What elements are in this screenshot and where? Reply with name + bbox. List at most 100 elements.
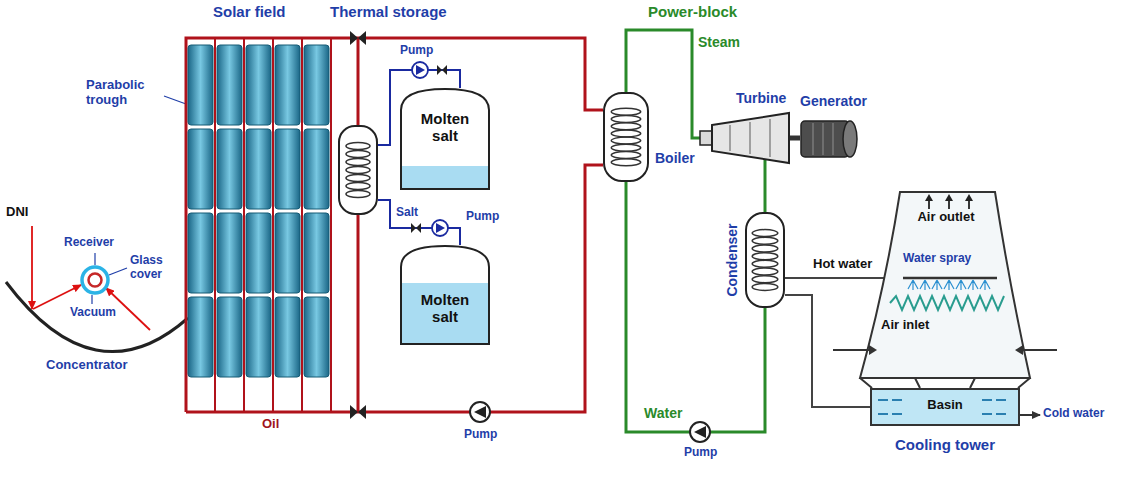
generator-shape — [800, 117, 858, 161]
pump-arrow — [694, 426, 706, 438]
collector — [304, 129, 329, 209]
section-heading: Solar field — [213, 3, 286, 20]
pump-arrow — [436, 223, 445, 233]
glass-cover-ring — [82, 267, 108, 293]
heat-exchanger-coil — [346, 143, 370, 198]
feedwater-pipe — [626, 182, 765, 432]
turbine-shape — [700, 112, 790, 164]
oil-pipe — [186, 38, 603, 412]
water-spray — [908, 280, 990, 290]
collector — [304, 297, 329, 377]
collector — [275, 45, 300, 125]
receiver-tube — [89, 274, 102, 287]
connector-line — [626, 182, 765, 432]
coil-turn — [346, 175, 370, 182]
storage-tank: Molten salt — [400, 88, 490, 190]
valve-symbol — [358, 405, 366, 419]
fill-packing — [890, 296, 1004, 310]
node-text: Basin — [870, 398, 1020, 413]
pump-symbol — [432, 220, 448, 236]
turbine: Turbine — [700, 112, 790, 164]
pump-label: Pump — [466, 210, 499, 224]
part-label: Parabolic trough — [86, 78, 162, 108]
tank-outline — [401, 89, 489, 189]
node-text: Turbine — [736, 90, 786, 106]
collector — [246, 45, 271, 125]
coil-turn — [752, 276, 778, 283]
collector — [246, 297, 271, 377]
turbine-casing — [712, 113, 789, 163]
coil-turn — [611, 116, 640, 123]
air-flow-arrow-head — [925, 194, 933, 201]
oil-pipe — [357, 38, 360, 412]
turbine-stage — [729, 125, 731, 151]
exhaust-pipe — [765, 159, 766, 212]
coil-turn — [611, 159, 640, 166]
coil-turn — [611, 152, 640, 159]
pump-arrow — [474, 406, 486, 418]
node-text: Molten salt — [410, 291, 480, 326]
coil-turn — [346, 159, 370, 166]
condenser: Condenser — [745, 212, 785, 308]
coil-turn — [752, 237, 778, 244]
fluid-label: Hot water — [813, 257, 872, 272]
coil-turn — [611, 137, 640, 144]
fluid-label: Oil — [262, 417, 279, 432]
air-flow-arrow-head — [945, 194, 953, 201]
node-text: Air outlet — [915, 210, 977, 225]
pump-label: Pump — [400, 44, 433, 58]
valve-symbol — [358, 31, 366, 45]
pump-symbol — [690, 422, 710, 442]
air-inlet-arrow — [833, 349, 869, 351]
collector — [275, 129, 300, 209]
vessel-shell — [604, 93, 648, 181]
node-text: Condenser — [724, 223, 740, 296]
air-inlet-arrow-head — [1015, 345, 1023, 355]
collector — [246, 129, 271, 209]
turbine-stage — [749, 122, 751, 154]
cold-water-pipe — [785, 295, 870, 407]
coil-turn — [611, 108, 640, 115]
coil-turn — [752, 253, 778, 260]
generator-fin — [832, 123, 834, 155]
coil-turn — [346, 151, 370, 158]
collector — [217, 129, 242, 209]
collector — [188, 45, 213, 125]
collector — [188, 297, 213, 377]
leader-line — [91, 295, 92, 304]
generator-fin — [812, 123, 814, 155]
connector-line — [790, 136, 800, 141]
section-heading: Power-block — [648, 3, 737, 20]
turbine-stage — [769, 119, 771, 157]
tower-legs — [860, 378, 1030, 388]
generator-end — [843, 121, 857, 157]
sun-ray — [31, 226, 33, 309]
collector — [188, 129, 213, 209]
fluid-label: Salt — [396, 206, 418, 220]
part-label: Concentrator — [46, 358, 128, 373]
generator-fin — [822, 123, 824, 155]
leader-line — [94, 253, 95, 265]
coil-turn — [752, 260, 778, 267]
node-text: Molten salt — [410, 110, 480, 145]
coil-turn — [346, 183, 370, 190]
valve-symbol — [437, 65, 442, 75]
generator: Generator — [800, 117, 858, 161]
coil-turn — [752, 283, 778, 290]
part-label: Glass cover — [130, 254, 178, 282]
valve-symbol — [442, 65, 447, 75]
part-label: Vacuum — [70, 306, 116, 320]
coil-turn — [346, 167, 370, 174]
leader-line — [109, 268, 127, 275]
heat-exchanger — [339, 126, 377, 214]
air-inlet-arrow-head — [869, 345, 877, 355]
node-text: Boiler — [655, 150, 695, 166]
leader-line — [164, 96, 186, 104]
coil-turn — [752, 230, 778, 237]
tank-outline — [401, 246, 489, 344]
valve-symbol — [350, 31, 358, 45]
tank-body — [401, 246, 489, 344]
collector — [275, 213, 300, 293]
coil-turn — [611, 123, 640, 130]
